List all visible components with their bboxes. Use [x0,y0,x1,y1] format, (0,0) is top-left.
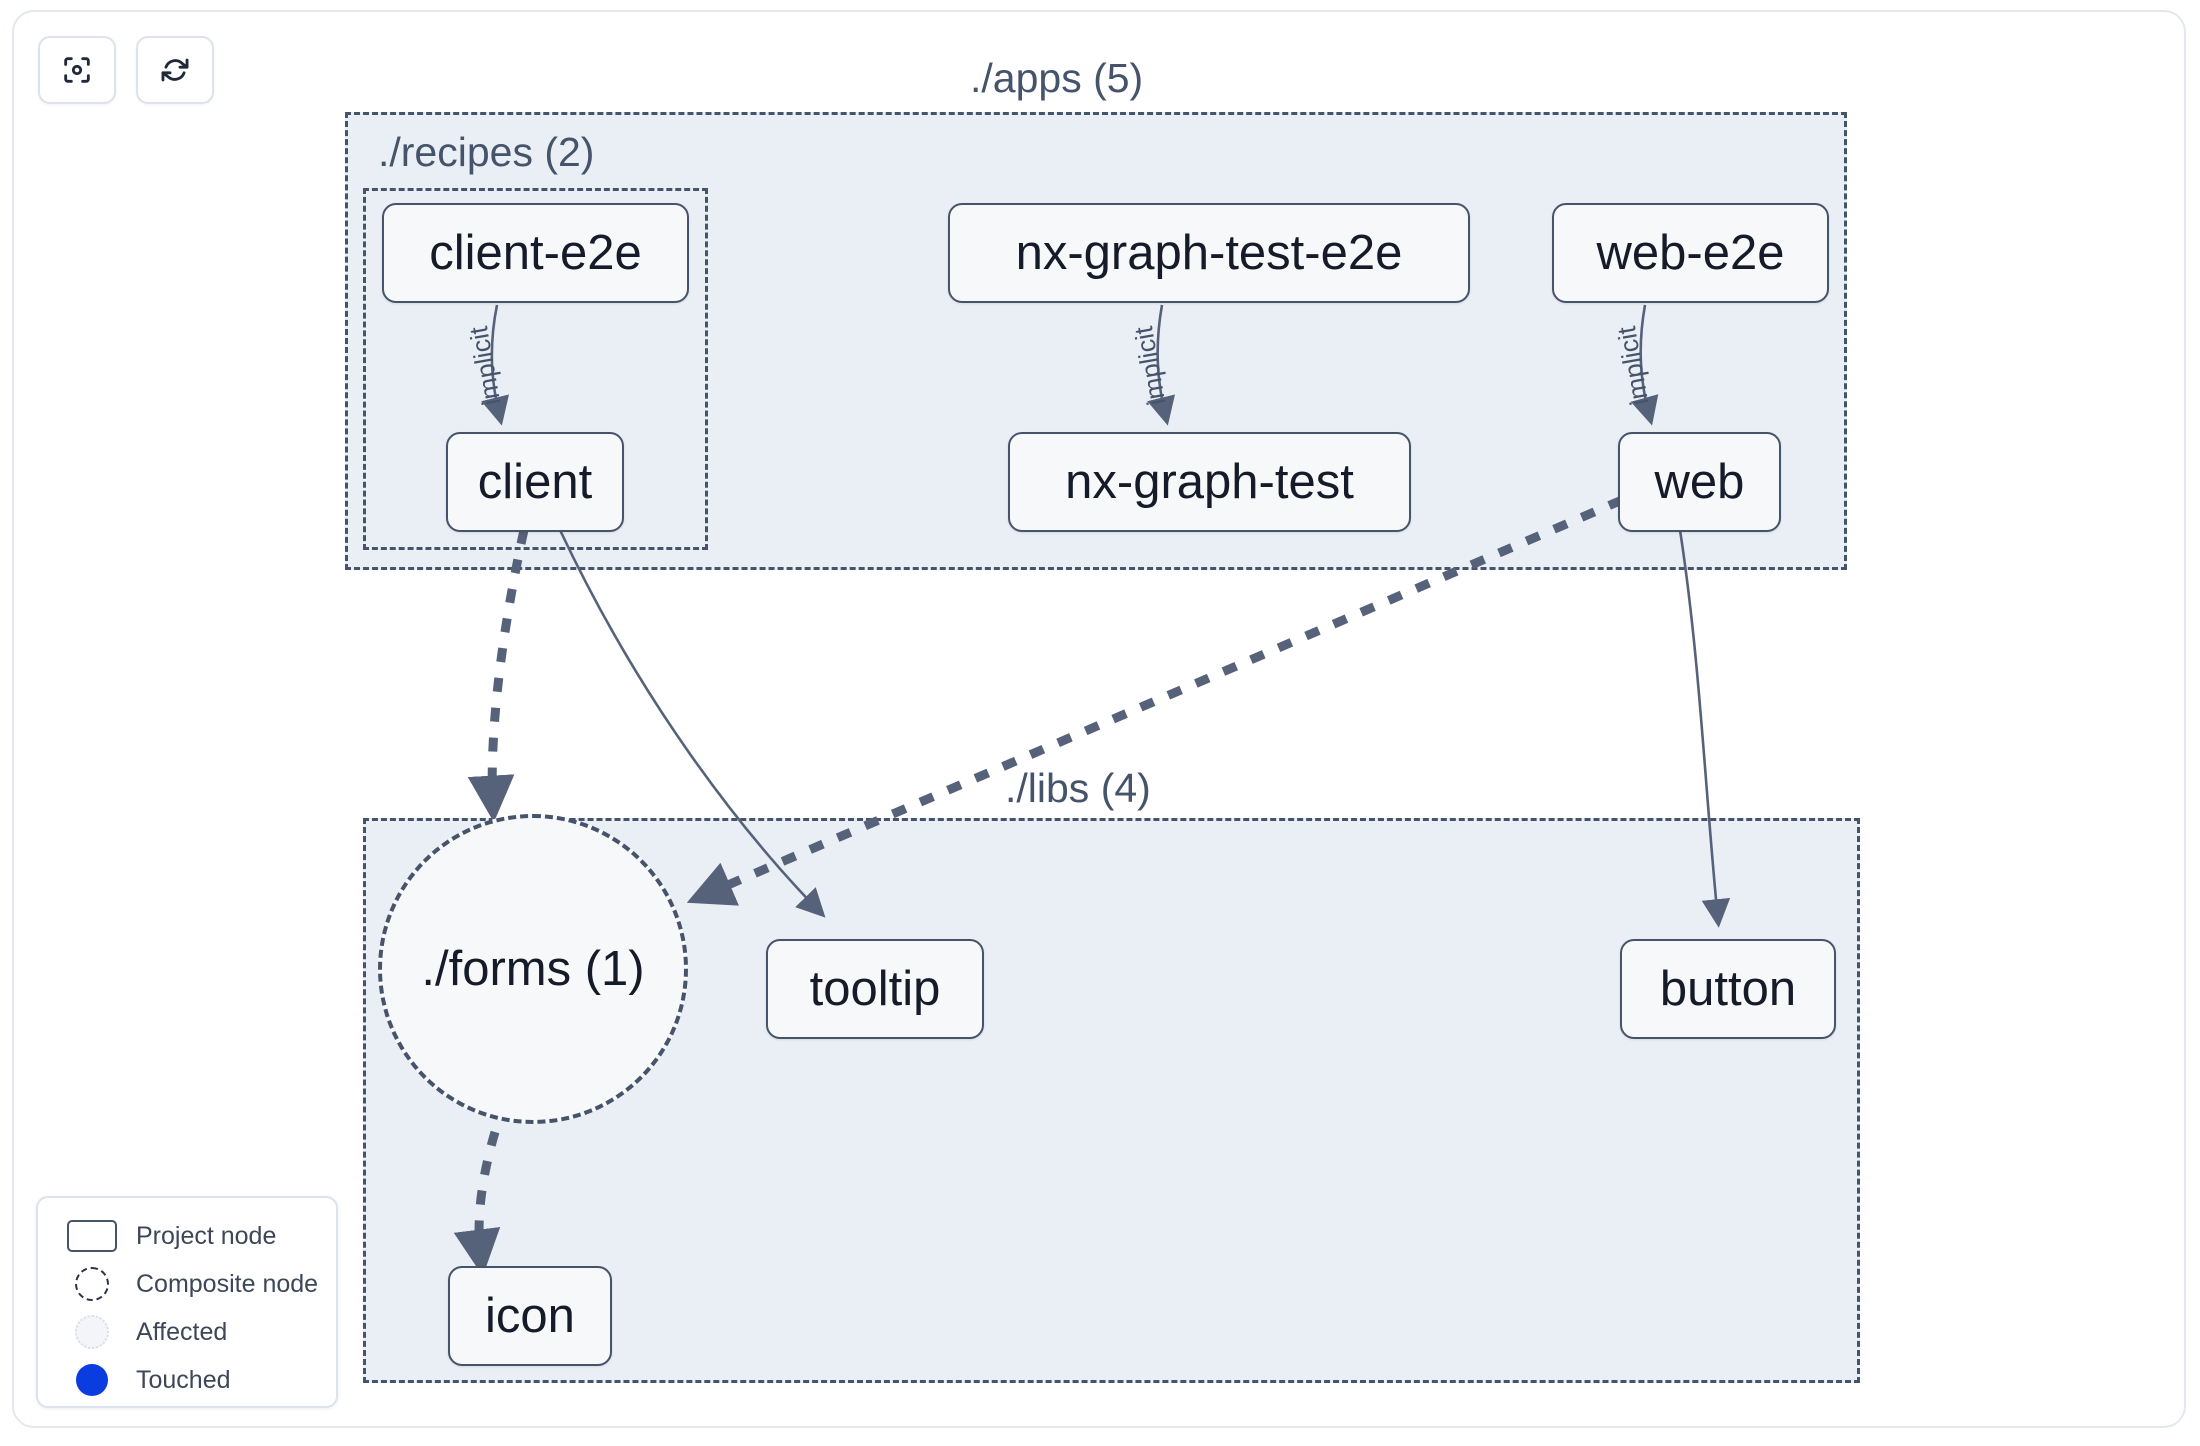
node-icon[interactable]: icon [448,1266,612,1366]
legend-item-composite-node: Composite node [38,1260,336,1308]
legend-item-affected: Affected [38,1308,336,1356]
legend-label: Affected [136,1317,228,1346]
node-nx-graph-test[interactable]: nx-graph-test [1008,432,1411,532]
node-web-e2e[interactable]: web-e2e [1552,203,1829,303]
edge-web-to-button [1678,529,1731,928]
node-nx-graph-test-e2e[interactable]: nx-graph-test-e2e [948,203,1470,303]
edge-web-to-forms [686,495,1624,906]
legend-item-touched: Touched [38,1356,336,1404]
refresh-graph-button[interactable] [136,36,214,104]
edge-web-e2e-to-web [1630,304,1659,426]
graph-legend: Project node Composite node Affected Tou… [36,1196,338,1408]
focus-scan-icon [60,53,94,87]
edge-client-e2e-to-client [481,304,510,426]
edge-nx-graph-test-e2e-to-nx-graph-test [1147,304,1176,426]
edge-client-to-forms [467,529,529,823]
edge-forms-to-icon [453,1130,501,1277]
node-tooltip[interactable]: tooltip [766,939,984,1039]
node-forms-composite[interactable]: ./forms (1) [378,814,688,1124]
project-node-icon [60,1220,124,1252]
focus-graph-button[interactable] [38,36,116,104]
graph-toolbar [38,36,214,104]
edge-client-to-tooltip [558,529,826,918]
node-client-e2e[interactable]: client-e2e [382,203,689,303]
composite-node-icon [60,1267,124,1301]
group-recipes-label: ./recipes (2) [378,129,595,175]
node-client[interactable]: client [446,432,624,532]
legend-label: Project node [136,1221,277,1250]
legend-label: Touched [136,1365,231,1394]
refresh-sync-icon [158,53,192,87]
node-web[interactable]: web [1618,432,1781,532]
legend-item-project-node: Project node [38,1212,336,1260]
group-apps-label: ./apps (5) [970,55,1144,101]
legend-label: Composite node [136,1269,319,1298]
group-libs-label: ./libs (4) [1005,765,1151,811]
node-button[interactable]: button [1620,939,1836,1039]
affected-node-icon [60,1315,124,1349]
touched-node-icon [60,1364,124,1396]
